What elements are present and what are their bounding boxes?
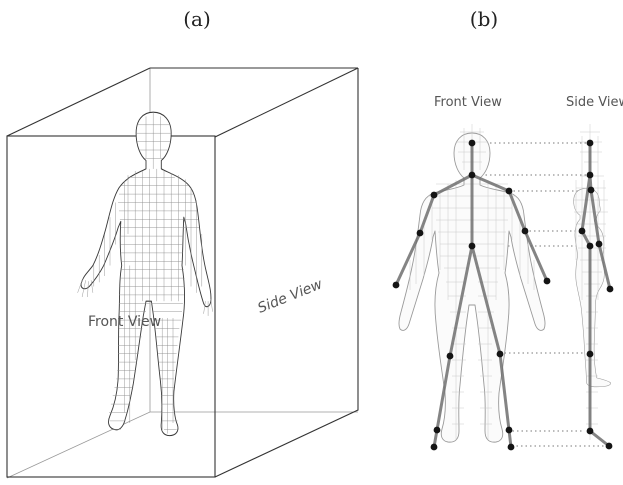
panel-a-caption: (a)	[183, 7, 211, 31]
joint-right-toe	[508, 444, 515, 451]
side-joint-hip	[587, 243, 594, 250]
joint-right-elbow	[522, 228, 529, 235]
joint-neck	[469, 172, 476, 179]
human-3d-body	[81, 112, 211, 435]
human-front-view	[393, 124, 551, 450]
panel-b-caption: (b)	[470, 7, 498, 31]
panel-b: Front View Side View	[393, 95, 623, 450]
panel-b-front-view-label: Front View	[434, 95, 502, 110]
side-joint-elbow	[579, 228, 586, 235]
side-joint-elbow-back	[596, 241, 603, 248]
joint-right-ankle	[506, 427, 513, 434]
joint-right-wrist	[544, 278, 551, 285]
panel-b-side-view-label: Side View	[566, 95, 623, 110]
joint-hip	[469, 243, 476, 250]
joint-right-shoulder	[506, 188, 513, 195]
side-joint-ankle	[587, 428, 594, 435]
side-joint-neck	[587, 172, 594, 179]
joint-right-knee	[497, 351, 504, 358]
wireframe-human-3d	[78, 112, 213, 435]
joint-left-wrist	[393, 282, 400, 289]
box-left-top-edge	[7, 68, 150, 136]
joint-left-ankle	[434, 427, 441, 434]
side-joint-shoulder	[588, 187, 595, 194]
box-right-top-edge	[215, 68, 358, 137]
joint-left-toe	[431, 444, 438, 451]
human-side-outline	[574, 188, 611, 387]
panel-a-side-view-label: Side View	[256, 276, 326, 317]
human-side-view	[574, 124, 614, 449]
side-joint-head	[587, 140, 594, 147]
side-joint-wrist	[607, 286, 614, 293]
side-joint-toe	[606, 443, 613, 450]
panel-a-front-view-label: Front View	[88, 314, 161, 330]
joint-head	[469, 140, 476, 147]
joint-left-elbow	[417, 230, 424, 237]
joint-left-knee	[447, 353, 454, 360]
panel-a: Front View Side View	[7, 68, 358, 478]
side-joint-knee	[587, 351, 594, 358]
box-right-face	[215, 68, 358, 477]
joint-left-shoulder	[431, 192, 438, 199]
